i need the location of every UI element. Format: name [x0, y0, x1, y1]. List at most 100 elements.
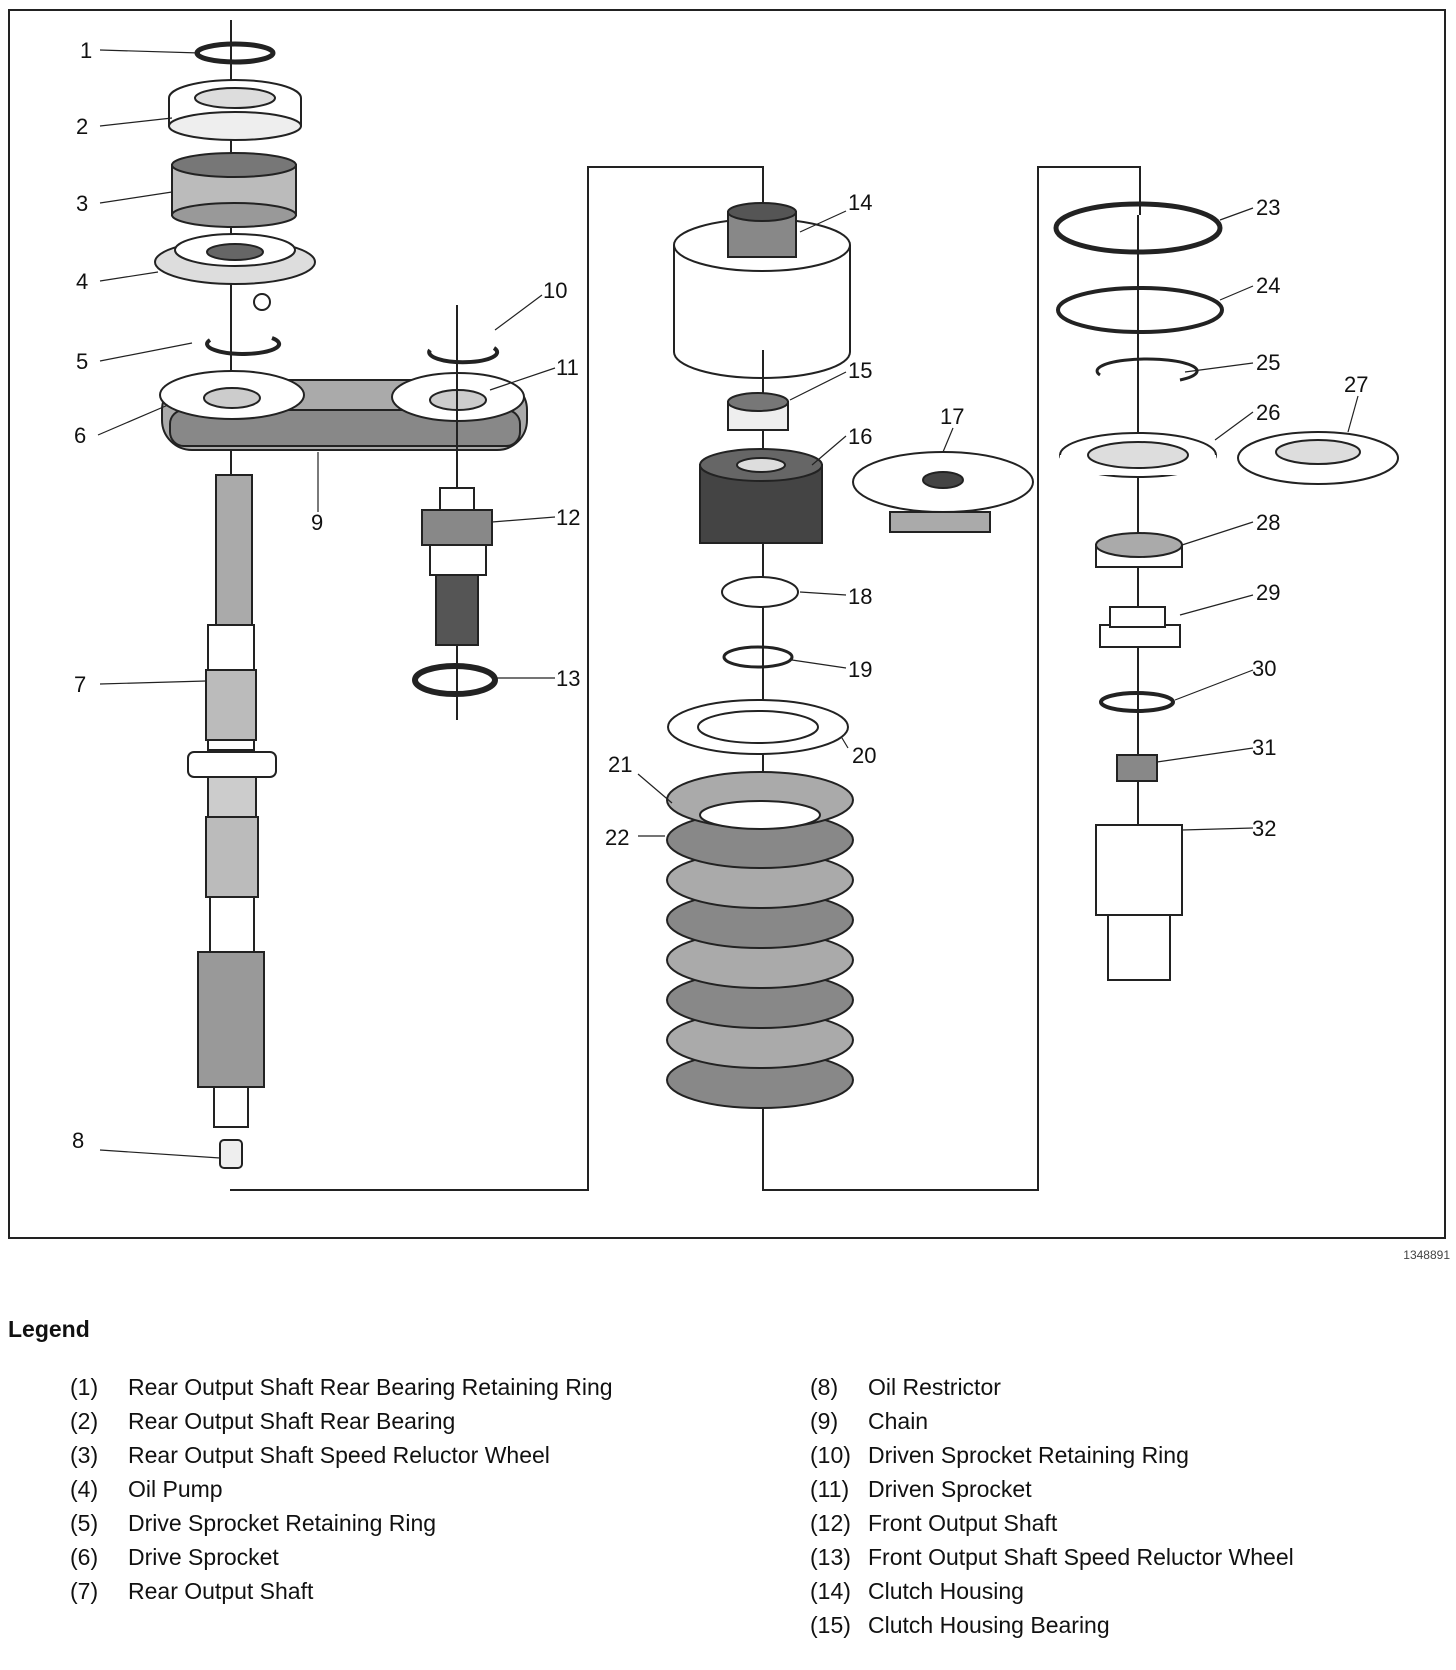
legend-label: Clutch Housing [868, 1578, 1024, 1604]
callout-10: 10 [543, 278, 567, 303]
legend-label: Driven Sprocket Retaining Ring [868, 1442, 1189, 1468]
legend-label: Driven Sprocket [868, 1476, 1032, 1502]
drive-sprocket-retaining-ring [205, 336, 282, 356]
legend-number: (5) [70, 1510, 99, 1536]
snap-ring-30 [1099, 691, 1175, 713]
callout-30: 30 [1252, 656, 1276, 681]
callout-8: 8 [72, 1128, 84, 1153]
legend-item: (3) Rear Output Shaft Speed Reluctor Whee… [70, 1438, 710, 1472]
retaining-ring [1095, 357, 1199, 382]
callout-2: 2 [76, 114, 88, 139]
callout-7: 7 [74, 672, 86, 697]
leader-lines [97, 49, 1359, 1159]
legend-number: (9) [810, 1408, 839, 1434]
legend-label: Rear Output Shaft [128, 1578, 314, 1604]
callout-11: 11 [556, 355, 579, 380]
callout-23: 23 [1256, 195, 1280, 220]
legend-item: (15) Clutch Housing Bearing [810, 1608, 1450, 1642]
legend-number: (13) [810, 1544, 851, 1570]
callout-25: 25 [1256, 350, 1280, 375]
callout-31: 31 [1252, 735, 1276, 760]
figure-id: 1348891 [1403, 1248, 1450, 1262]
callout-5: 5 [76, 349, 88, 374]
legend-label: Rear Output Shaft Rear Bearing [128, 1408, 456, 1434]
legend-item: (1) Rear Output Shaft Rear Bearing Retain… [70, 1370, 710, 1404]
callout-17: 17 [940, 404, 964, 429]
legend-item: (12)Front Output Shaft [810, 1506, 1450, 1540]
callout-15: 15 [848, 358, 872, 383]
legend-number: (12) [810, 1510, 851, 1536]
callout-28: 28 [1256, 510, 1280, 535]
diagram-frame [8, 9, 1446, 1239]
callout-16: 16 [848, 424, 872, 449]
legend-label: Front Output Shaft Speed Reluctor Wheel [868, 1544, 1294, 1570]
legend-number: (10) [810, 1442, 851, 1468]
callout-9: 9 [311, 510, 323, 535]
needle-bearing-31 [1116, 754, 1158, 782]
legend-item: (2) Rear Output Shaft Rear Bearing [70, 1404, 710, 1438]
legend-label: Rear Output Shaft Speed Reluctor Wheel [128, 1442, 550, 1468]
sleeve-32 [1095, 824, 1183, 916]
callout-27: 27 [1344, 372, 1368, 397]
front-clutch-components [1053, 201, 1399, 981]
driven-sprocket-retaining-ring [427, 346, 500, 365]
legend-label: Drive Sprocket Retaining Ring [128, 1510, 437, 1536]
legend-number: (4) [70, 1476, 99, 1502]
legend-number: (2) [70, 1408, 99, 1434]
callout-18: 18 [848, 584, 872, 609]
legend-number: (8) [810, 1374, 839, 1400]
legend-item: (10) Driven Sprocket Retaining Ring [810, 1438, 1450, 1472]
legend-item: (4)Oil Pump [70, 1472, 710, 1506]
wave-spring-ring [1056, 286, 1224, 334]
legend-item: (5) Drive Sprocket Retaining Ring [70, 1506, 710, 1540]
tab-washer [721, 576, 799, 608]
legend-item: (11) Driven Sprocket [810, 1472, 1450, 1506]
legend-column-left: (1) Rear Output Shaft Rear Bearing Retain… [70, 1370, 710, 1608]
callout-12: 12 [556, 505, 580, 530]
legend-item: (7) Rear Output Shaft [70, 1574, 710, 1608]
rear-output-shaft [215, 474, 253, 626]
thrust-washer [1053, 201, 1223, 255]
callout-1: 1 [80, 38, 92, 63]
callout-20: 20 [852, 743, 876, 768]
oil-restrictor [219, 1139, 243, 1169]
legend-label: Oil Restrictor [868, 1374, 1001, 1400]
callout-24: 24 [1256, 273, 1280, 298]
legend-number: (3) [70, 1442, 99, 1468]
legend-number: (11) [810, 1476, 850, 1502]
front-output-shaft-assembly [412, 305, 500, 720]
callout-22: 22 [605, 825, 629, 850]
rear-bearing-retaining-ring [194, 41, 276, 65]
sleeve-29 [1099, 624, 1181, 648]
front-output-shaft [439, 487, 475, 511]
front-output-reluctor-wheel [412, 663, 498, 697]
callout-13: 13 [556, 666, 580, 691]
callout-labels: 1 2 3 4 5 6 7 8 9 10 11 12 13 14 15 16 1… [72, 38, 1368, 1153]
callout-29: 29 [1256, 580, 1280, 605]
clutch-assembly [666, 202, 1034, 1140]
legend-label: Rear Output Shaft Rear Bearing Retaining… [128, 1374, 613, 1400]
assembly-brackets [230, 166, 1141, 1191]
rear-output-shaft-assembly [154, 20, 528, 1169]
exploded-parts-diagram: 1 2 3 4 5 6 7 8 9 10 11 12 13 14 15 16 1… [8, 9, 1446, 1239]
callout-19: 19 [848, 657, 872, 682]
legend-item: (14) Clutch Housing [810, 1574, 1450, 1608]
legend-item: (8) Oil Restrictor [810, 1370, 1450, 1404]
legend-number: (15) [810, 1612, 851, 1638]
legend-number: (14) [810, 1578, 851, 1604]
callout-4: 4 [76, 269, 88, 294]
callout-3: 3 [76, 191, 88, 216]
legend-number: (7) [70, 1578, 99, 1604]
legend-item: (9)Chain [810, 1404, 1450, 1438]
legend-item: (6) Drive Sprocket [70, 1540, 710, 1574]
callout-26: 26 [1256, 400, 1280, 425]
legend-item: (13) Front Output Shaft Speed Reluctor Wh… [810, 1540, 1450, 1574]
callout-14: 14 [848, 190, 872, 215]
callout-21: 21 [608, 752, 632, 777]
legend-number: (6) [70, 1544, 99, 1570]
legend-label: Clutch Housing Bearing [868, 1612, 1110, 1638]
legend-number: (1) [70, 1374, 99, 1400]
legend-title: Legend [8, 1316, 90, 1342]
callout-6: 6 [74, 423, 86, 448]
legend-label: Drive Sprocket [128, 1544, 279, 1570]
